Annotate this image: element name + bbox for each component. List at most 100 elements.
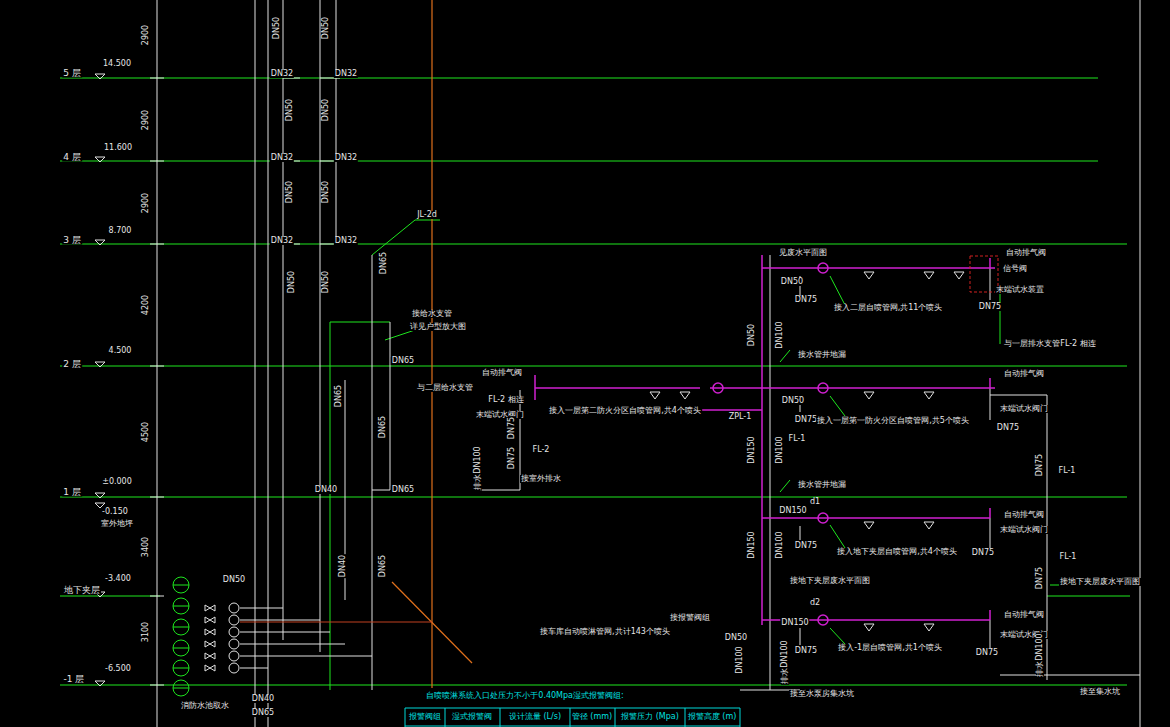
cad-label: DN65 [391, 486, 415, 494]
cad-label: DN50 [724, 634, 748, 642]
cad-label: DN32 [334, 154, 358, 162]
cad-label: FL-1 [1059, 553, 1078, 561]
cad-label: DN100 [776, 435, 784, 464]
cad-label: DN150 [748, 435, 756, 464]
cad-label: DN75 [996, 424, 1020, 432]
cad-label: 2900 [142, 109, 150, 131]
cad-label: DN75 [794, 296, 818, 304]
cad-label: DN32 [334, 70, 358, 78]
cad-label: 地下夹层 [63, 586, 101, 595]
cad-label: DN75 [508, 416, 516, 440]
cad-label: 14.500 [102, 60, 132, 68]
cad-label: 2 层 [62, 360, 82, 369]
cad-label: DN100 [736, 645, 744, 674]
cad-label: 接入二层自喷管网,共11个喷头 [833, 304, 944, 312]
cad-label: DN65 [379, 415, 387, 439]
cad-label: 接水管井地漏 [797, 351, 847, 359]
cad-label: DN65 [380, 251, 388, 275]
cad-label: DN100 [776, 530, 784, 559]
cad-label: DN50 [780, 278, 804, 286]
cad-label: DN75 [794, 542, 818, 550]
cad-label: DN50 [322, 180, 330, 204]
cad-label: 自动排气阀 [1003, 511, 1045, 519]
cad-label: DN100 [776, 320, 784, 349]
cad-label: 接报警阀组 [669, 614, 711, 622]
cad-label: 4500 [142, 421, 150, 443]
cad-label: 4 层 [62, 153, 82, 162]
cad-label: 接至集水坑 [1079, 688, 1121, 696]
cad-label: 接地下夹层废水平面图 [789, 577, 871, 585]
cad-label: ZPL-1 [728, 413, 753, 421]
cad-label: FL-2 [532, 446, 551, 454]
cad-label: 室外地坪 [100, 520, 134, 528]
cad-label: 末端试水阀门 [999, 405, 1049, 413]
cad-label: 3100 [142, 621, 150, 643]
cad-label: DN75 [975, 649, 999, 657]
cad-label: 接入一层第一防火分区自喷管网,共5个喷头 [816, 417, 970, 425]
cad-label: 见废水平面图 [778, 249, 828, 257]
cad-label: 末端试水阀门 [999, 526, 1049, 534]
cad-label: DN50 [781, 397, 805, 405]
cad-label: 接给水支管 [411, 310, 453, 318]
cad-label: 管径 (mm) [571, 713, 613, 721]
cad-label: 自动排气阀 [481, 369, 523, 377]
cad-label: -6.500 [104, 665, 132, 673]
cad-label: 排水DN100 [1036, 632, 1044, 677]
cad-label: DN50 [748, 323, 756, 347]
cad-label: DN40 [314, 486, 338, 494]
cad-label: DN75 [978, 303, 1002, 311]
cad-label: -0.150 [101, 508, 129, 516]
cad-label: DN65 [391, 357, 415, 365]
cad-label: 湿式报警阀 [451, 713, 493, 721]
cad-label: DN150 [778, 507, 807, 515]
cad-label: 接地下夹层废水平面图 [1059, 578, 1141, 586]
cad-label: 2900 [142, 192, 150, 214]
cad-label: DN65 [379, 554, 387, 578]
cad-label: DN150 [780, 619, 809, 627]
cad-label: 接入地下夹层自喷管网,共4个喷头 [836, 548, 958, 556]
cad-label: DN50 [273, 16, 281, 40]
cad-label: DN50 [288, 270, 296, 294]
cad-label: 末端试水装置 [995, 286, 1045, 294]
cad-label: 3400 [142, 536, 150, 558]
cad-label: DN75 [1036, 453, 1044, 477]
cad-label: DN65 [335, 384, 343, 408]
cad-label: DN40 [339, 554, 347, 578]
cad-label: d1 [809, 498, 821, 506]
cad-label: 详见户型放大图 [409, 323, 467, 331]
cad-label: 接至水泵房集水坑 [789, 690, 855, 698]
cad-label: DN50 [322, 270, 330, 294]
cad-label: 报警阀组 [408, 713, 442, 721]
cad-label: 消防水池取水 [180, 702, 230, 710]
cad-label: 接入-1层自喷管网,共1个喷头 [837, 644, 943, 652]
cad-label: 接室外排水 [520, 475, 562, 483]
cad-label: DN32 [270, 237, 294, 245]
cad-label: 报警压力 (Mpa) [620, 713, 680, 721]
cad-label: d2 [809, 599, 821, 607]
cad-label: 自动排气阀 [1005, 249, 1047, 257]
cad-label: JL-2d [416, 211, 438, 219]
cad-label: FL-1 [1058, 467, 1077, 475]
cad-label: DN50 [322, 16, 330, 40]
cad-label: 接水管井地漏 [797, 481, 847, 489]
cad-label: DN65 [251, 709, 275, 717]
cad-label: DN50 [286, 180, 294, 204]
cad-label: FL-2 相连 [487, 396, 524, 404]
cad-label: 末端试水阀门 [475, 411, 525, 419]
cad-label: 11.600 [103, 144, 133, 152]
cad-label: DN40 [251, 695, 275, 703]
cad-label: 报警高度 (m) [687, 713, 738, 721]
cad-label: DN75 [794, 416, 818, 424]
cad-label: 1 层 [62, 488, 82, 497]
cad-label: 自动排气阀 [1003, 370, 1045, 378]
cad-label: DN75 [971, 549, 995, 557]
cad-label: DN32 [270, 70, 294, 78]
cad-label: 排水DN100 [474, 445, 482, 490]
cad-label: 4.500 [108, 347, 133, 355]
cad-label: -3.400 [104, 575, 132, 583]
cad-label: ±0.000 [101, 478, 133, 486]
cad-label: DN32 [334, 237, 358, 245]
cad-label: FL-1 [788, 435, 807, 443]
cad-label: 设计流量 (L/s) [508, 713, 562, 721]
